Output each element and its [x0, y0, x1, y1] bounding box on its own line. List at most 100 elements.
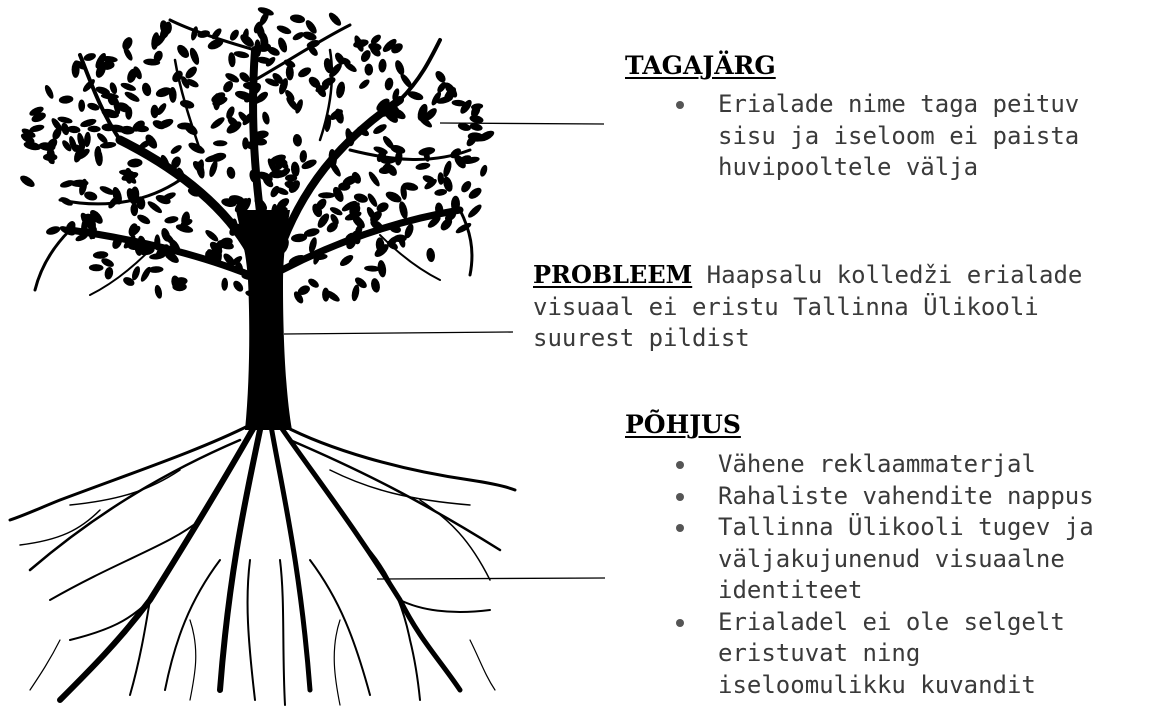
leaf: [415, 162, 431, 170]
leaf: [265, 56, 276, 67]
leaf: [238, 111, 249, 124]
leaf: [120, 82, 136, 91]
leaf: [153, 50, 163, 63]
leaf: [276, 25, 292, 35]
cause-list: Vähene reklaammaterjal Rahaliste vahendi…: [670, 449, 1155, 701]
leaf: [370, 219, 384, 231]
leaf: [392, 88, 400, 101]
leaf: [262, 111, 270, 125]
problem-text-line1: Haapsalu kolledži erialade: [692, 261, 1083, 289]
leaf: [384, 108, 398, 123]
leaf: [330, 213, 339, 225]
leaf: [305, 20, 317, 34]
leaf: [352, 230, 361, 245]
leaf: [94, 148, 103, 167]
leaf: [87, 102, 100, 111]
leaf: [99, 186, 115, 195]
leaf: [20, 133, 35, 144]
leaf: [80, 118, 97, 128]
leaf: [197, 30, 210, 38]
leaf: [355, 277, 367, 289]
leaf: [214, 247, 222, 264]
leaf: [59, 197, 73, 206]
leaf: [78, 99, 86, 112]
leaf: [121, 171, 139, 181]
leaf: [325, 290, 340, 302]
leaf: [101, 108, 119, 119]
cause-item: Rahaliste vahendite nappus: [670, 481, 1155, 513]
consequence-list: Erialade nime taga peituv sisu ja iseloo…: [670, 89, 1150, 184]
leaf: [468, 204, 482, 218]
leaf: [364, 265, 381, 272]
leaf: [377, 260, 387, 278]
leaf: [154, 234, 161, 251]
leaf: [84, 191, 98, 201]
leaf: [285, 64, 294, 81]
leaf: [99, 142, 117, 149]
leaf: [60, 180, 75, 188]
cause-item: Tallinna Ülikooli tugev ja väljakujunenu…: [670, 512, 1155, 607]
leaf: [149, 253, 166, 260]
leaf: [136, 196, 146, 210]
leaf: [92, 251, 109, 259]
leaf: [97, 133, 108, 144]
leaf: [84, 213, 97, 224]
leaf: [254, 197, 268, 211]
leaf: [95, 63, 106, 78]
leaf: [254, 289, 264, 301]
leaf: [435, 70, 446, 83]
leaf: [301, 159, 317, 170]
leaf: [150, 104, 159, 119]
leaf: [376, 202, 389, 213]
leaf: [299, 150, 308, 163]
leaf: [159, 24, 171, 40]
leaf: [46, 138, 58, 151]
leaf: [151, 32, 160, 50]
leaf: [332, 186, 344, 202]
leaf: [426, 247, 435, 263]
consequence-heading: TAGAJÄRG: [625, 51, 776, 80]
leaf: [128, 223, 138, 237]
leaf: [283, 59, 296, 68]
leaf: [271, 248, 279, 266]
leaf: [155, 87, 172, 98]
leaf: [211, 92, 226, 103]
leaf: [145, 134, 158, 149]
connector-consequence: [439, 122, 605, 125]
leaf: [207, 39, 224, 50]
leaf: [384, 77, 394, 91]
leaf: [21, 128, 36, 138]
leaf: [83, 53, 96, 61]
problem-heading: PROBLEEM: [533, 260, 693, 289]
leaf: [286, 96, 299, 111]
leaf: [104, 266, 114, 280]
leaf: [302, 31, 317, 41]
leaf: [29, 106, 44, 116]
leaf: [323, 58, 333, 74]
leaf: [470, 104, 481, 118]
leaf: [274, 235, 287, 252]
leaf: [402, 182, 419, 191]
leaf: [175, 224, 194, 233]
leaf: [271, 203, 279, 221]
connector-problem: [283, 331, 514, 335]
leaf: [329, 161, 341, 177]
leaf: [368, 42, 382, 51]
leaf: [240, 34, 254, 47]
trunk: [236, 210, 292, 430]
leaf: [469, 115, 484, 124]
leaf: [460, 99, 472, 114]
leaf: [378, 58, 387, 73]
leaf: [399, 201, 408, 219]
leaf: [303, 228, 320, 237]
leaf: [445, 211, 456, 222]
leaf: [380, 157, 397, 164]
leaf: [288, 180, 300, 193]
leaf: [160, 154, 170, 171]
leaf: [59, 226, 75, 236]
leaf: [374, 244, 389, 258]
leaf: [480, 164, 488, 177]
leaf: [131, 266, 141, 281]
leaf: [427, 216, 441, 228]
